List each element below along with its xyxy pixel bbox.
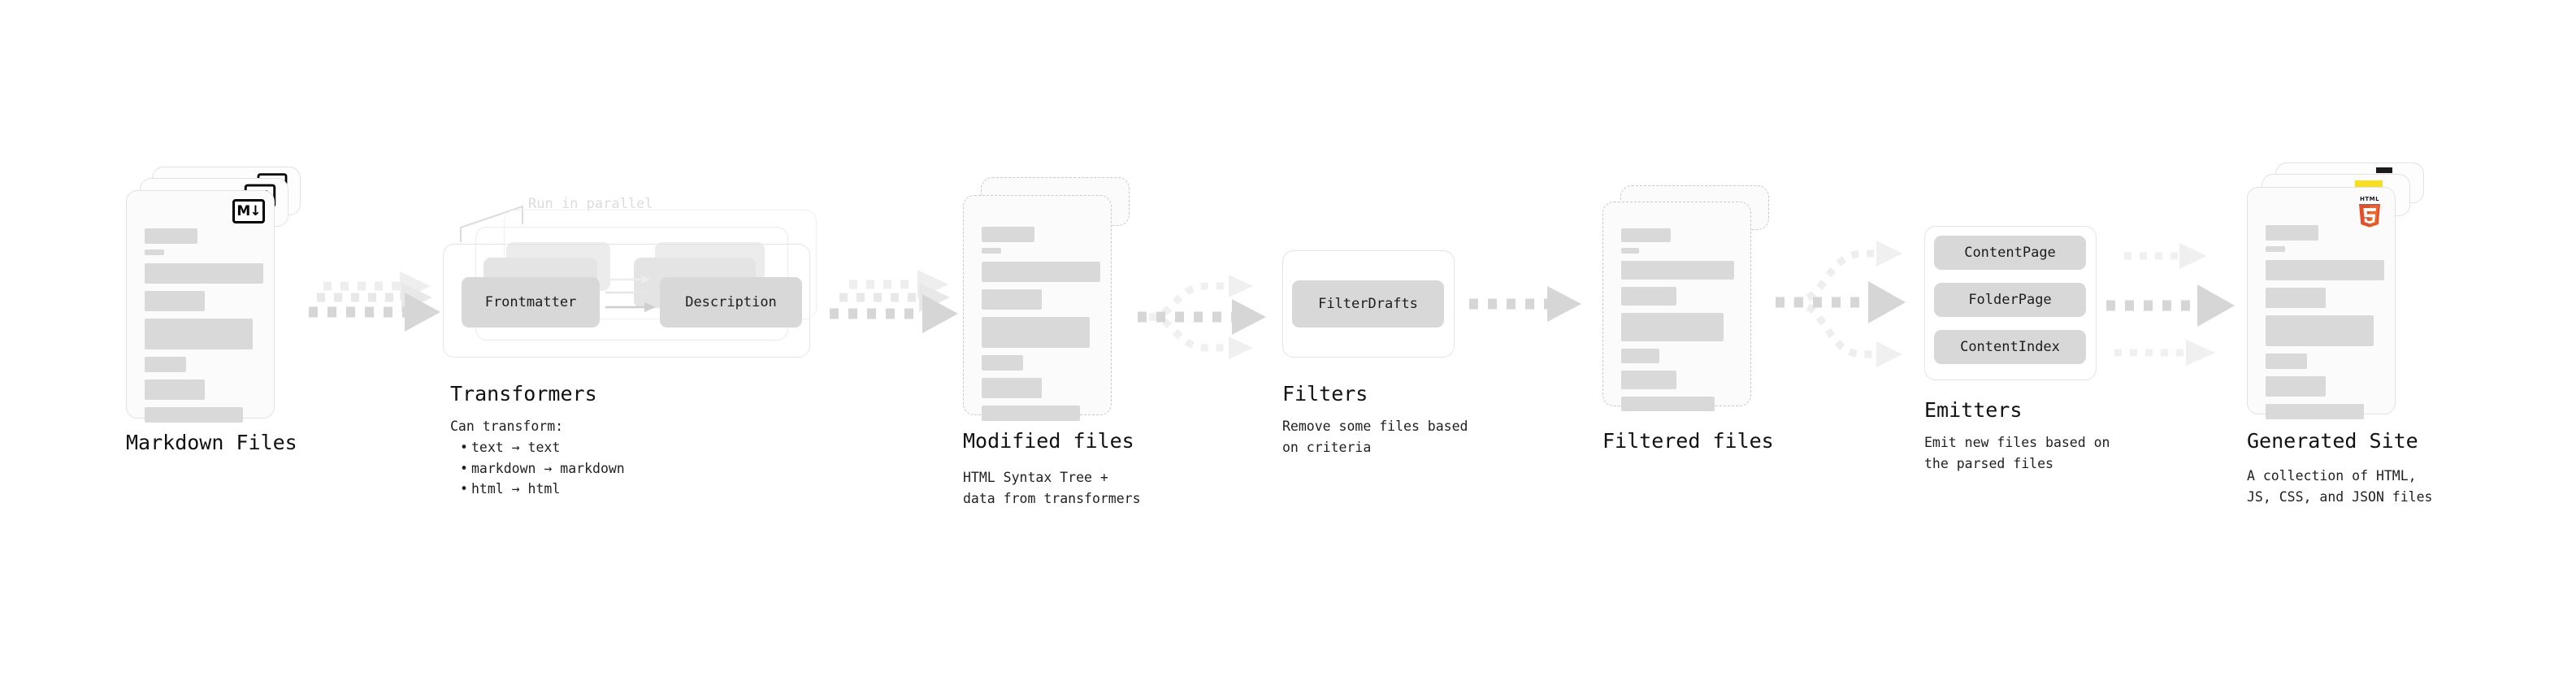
filters-group-box [1282, 250, 1455, 358]
filtered-files-stack [1602, 185, 1777, 421]
modified-files-subtitle: HTML Syntax Tree + data from transformer… [963, 470, 1141, 506]
generated-file-html: HTML [2247, 187, 2396, 419]
markdown-icon-front: M↓ [232, 199, 265, 223]
list-item: html → html [460, 479, 625, 500]
emitters-chip-contentindex[interactable]: ContentIndex [1934, 330, 2086, 364]
filtered-files-title: Filtered files [1602, 429, 1774, 453]
transformers-capability-list: text → text markdown → markdown html → h… [460, 437, 625, 500]
generated-site-stack: HTML [2247, 163, 2424, 423]
filtered-file-content-lines [1621, 228, 1736, 419]
transformer-inner-arrows [605, 275, 662, 323]
emitters-subtitle: Emit new files based on the parsed files [1924, 435, 2110, 471]
run-in-parallel-bracket [451, 195, 549, 244]
generated-site-title: Generated Site [2247, 429, 2418, 453]
markdown-files-stack: M↓ M↓ M↓ [126, 167, 301, 423]
transformer-group-front [443, 244, 810, 358]
modified-files-stack [963, 177, 1138, 421]
connector-modified-to-filters [1138, 275, 1284, 359]
connector-filtered-to-emitters [1776, 236, 1930, 382]
svg-text:HTML: HTML [2360, 196, 2379, 202]
connector-transformers-to-modified [825, 268, 971, 341]
filtered-file-front [1602, 202, 1751, 411]
transformers-subtitle: Can transform: [450, 419, 564, 434]
modified-file-content-lines [982, 227, 1100, 428]
modified-file-front [963, 195, 1112, 421]
emitters-group-box [1924, 226, 2097, 380]
connector-md-to-transformers [309, 268, 455, 341]
transformer-chip-frontmatter[interactable]: Frontmatter [462, 277, 600, 327]
generated-file-content-lines [2266, 225, 2384, 427]
emitters-chip-contentpage[interactable]: ContentPage [1934, 236, 2086, 270]
transformers-title: Transformers [450, 382, 597, 406]
modified-files-title: Modified files [963, 429, 1134, 453]
filters-title: Filters [1282, 382, 1368, 406]
filters-subtitle: Remove some files based on criteria [1282, 419, 1468, 455]
transformers-stack: Frontmatter Description [443, 210, 825, 372]
html5-icon: HTML [2355, 194, 2384, 230]
list-item: markdown → markdown [460, 458, 625, 479]
transformer-chip-description[interactable]: Description [660, 277, 802, 327]
list-item: text → text [460, 437, 625, 458]
connector-filters-to-filtered [1469, 286, 1599, 343]
markdown-file-front: M↓ [126, 190, 275, 423]
run-in-parallel-label: Run in parallel [528, 196, 653, 212]
emitters-chip-folderpage[interactable]: FolderPage [1934, 283, 2086, 317]
markdown-files-title: Markdown Files [126, 431, 297, 454]
connector-emitters-to-site [2106, 229, 2261, 384]
generated-site-subtitle: A collection of HTML, JS, CSS, and JSON … [2247, 468, 2433, 505]
filters-chip-filterdrafts[interactable]: FilterDrafts [1292, 280, 1444, 327]
emitters-title: Emitters [1924, 398, 2023, 422]
markdown-file-content-lines [145, 228, 263, 430]
